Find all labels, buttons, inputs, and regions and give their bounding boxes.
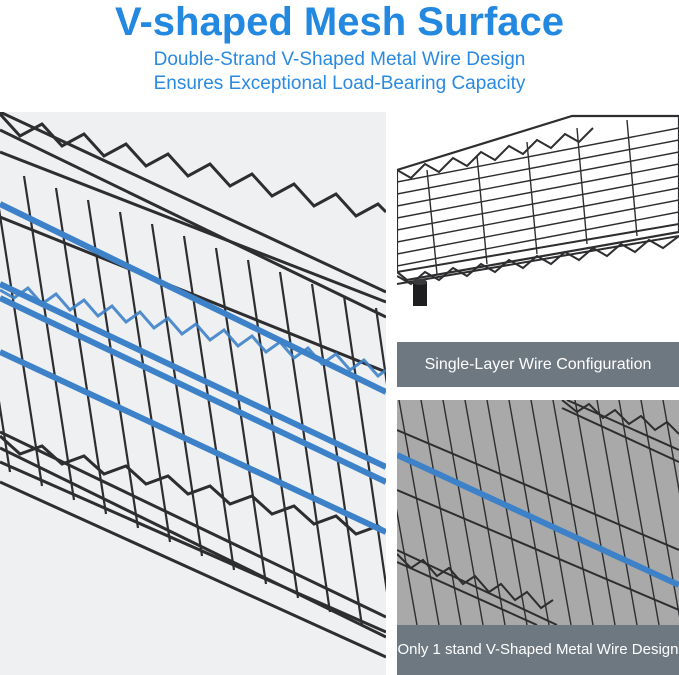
single-strand-closeup-image: Only 1 stand V-Shaped Metal Wire Design <box>397 400 679 675</box>
double-strand-closeup-image <box>0 112 386 675</box>
subtitle-line-2: Ensures Exceptional Load-Bearing Capacit… <box>153 73 526 94</box>
page-title: V-shaped Mesh Surface <box>114 0 565 44</box>
single-strand-caption: Only 1 stand V-Shaped Metal Wire Design <box>397 625 679 675</box>
subtitle-line-1: Double-Strand V-Shaped Metal Wire Design <box>153 49 526 70</box>
single-layer-caption: Single-Layer Wire Configuration <box>397 342 679 387</box>
single-layer-shelf-image: Single-Layer Wire Configuration <box>397 112 679 387</box>
